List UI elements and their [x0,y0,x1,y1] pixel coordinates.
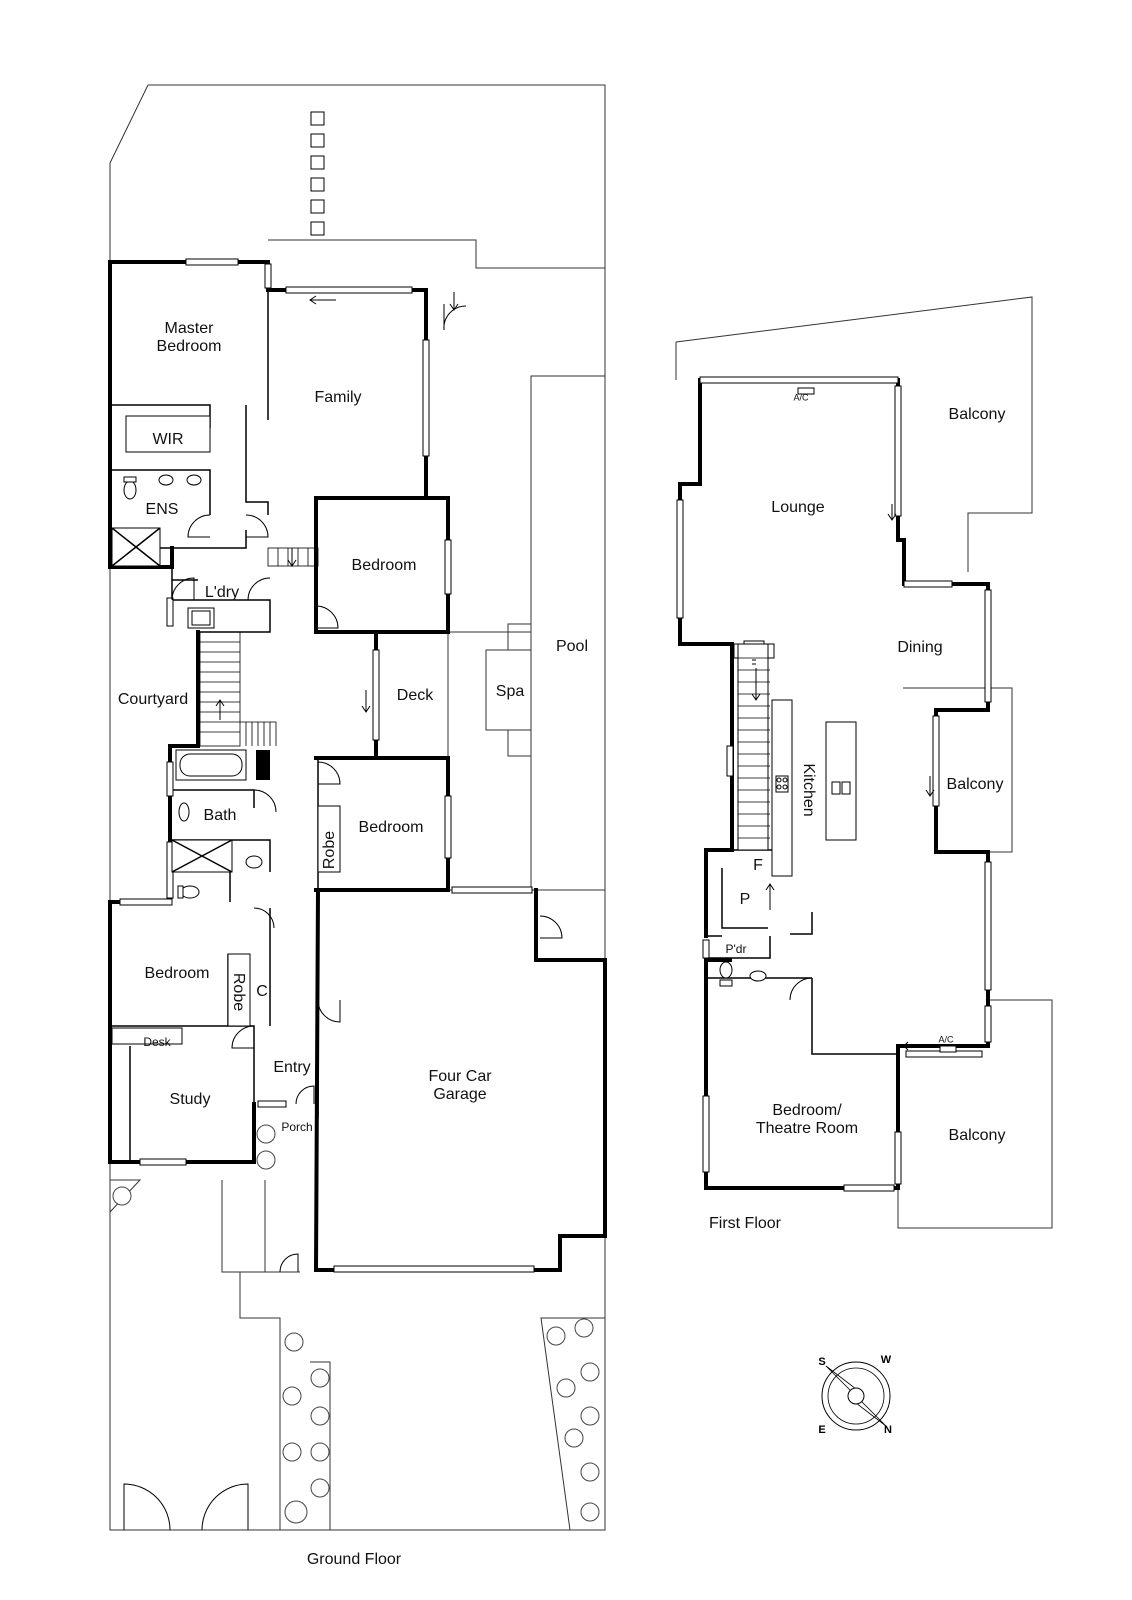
balcony-3-label: Balcony [949,1127,1006,1144]
robe-1-label: Robe [321,831,338,869]
master-bedroom-label-1: Master [165,320,215,337]
ac-1-label: A/C [793,392,809,402]
cupboard-label: C [256,983,268,1000]
family-label: Family [314,389,361,406]
ground-doors [123,304,563,1531]
ground-floor: Master Bedroom Family WIR ENS Bedroom L'… [108,84,607,1568]
bath-label: Bath [204,807,237,824]
bedroom-theatre-label-2: Theatre Room [756,1120,858,1137]
ac-2-label: A/C [938,1034,954,1044]
ground-sliding-arrows [215,292,459,720]
kitchen-label: Kitchen [800,763,817,816]
balcony-1-label: Balcony [949,406,1006,423]
first-doors-arrows [751,504,935,1051]
pool-label: Pool [556,638,588,655]
porch-label: Porch [281,1120,312,1134]
pantry-label: P [740,891,751,908]
compass-e-label: E [818,1424,825,1436]
first-fixtures [719,387,957,1053]
ground-plants [112,1124,600,1524]
courtyard-label: Courtyard [118,691,188,708]
powder-label: P'dr [726,942,747,956]
compass-s-label: S [818,1356,825,1368]
ground-planter-lines [109,239,605,1530]
entry-label: Entry [273,1059,310,1076]
ens-label: ENS [146,501,179,518]
desk-label: Desk [143,1035,171,1049]
robe-2-label: Robe [230,973,247,1011]
first-site-boundary [675,296,1053,1229]
ground-external-walls [108,260,607,1272]
pool [530,375,606,891]
ground-stairs [199,547,319,747]
bedroom-theatre-label-1: Bedroom/ [772,1102,842,1119]
garage-label-2: Garage [433,1086,486,1103]
master-bedroom-label-2: Bedroom [157,338,222,355]
compass-w-label: W [881,1354,892,1366]
bedroom-2-label: Bedroom [359,819,424,836]
first-floor: Balcony Lounge A/C Dining Balcony Kitche… [675,296,1053,1232]
laundry-label: L'dry [205,584,239,601]
bedroom-3-label: Bedroom [145,965,210,982]
dining-label: Dining [897,639,942,656]
balcony-2-label: Balcony [947,776,1004,793]
spa-label: Spa [496,683,525,700]
compass-rose: S W E N [818,1354,892,1436]
lounge-label: Lounge [771,499,824,516]
first-floor-caption: First Floor [709,1215,782,1232]
ground-site-boundary [109,84,606,1531]
spa-steps [507,623,531,757]
compass-n-label: N [884,1424,892,1436]
deck-label: Deck [397,687,434,704]
garage-label-1: Four Car [428,1068,492,1085]
bedroom-1-label: Bedroom [352,557,417,574]
ground-windows [119,258,535,1273]
study-label: Study [170,1091,211,1108]
fridge-label: F [753,857,763,874]
stepping-pads [310,111,325,236]
deck-edge [447,631,532,891]
ground-fixtures [111,415,341,1045]
ground-floor-caption: Ground Floor [307,1551,402,1568]
wir-label: WIR [152,431,183,448]
